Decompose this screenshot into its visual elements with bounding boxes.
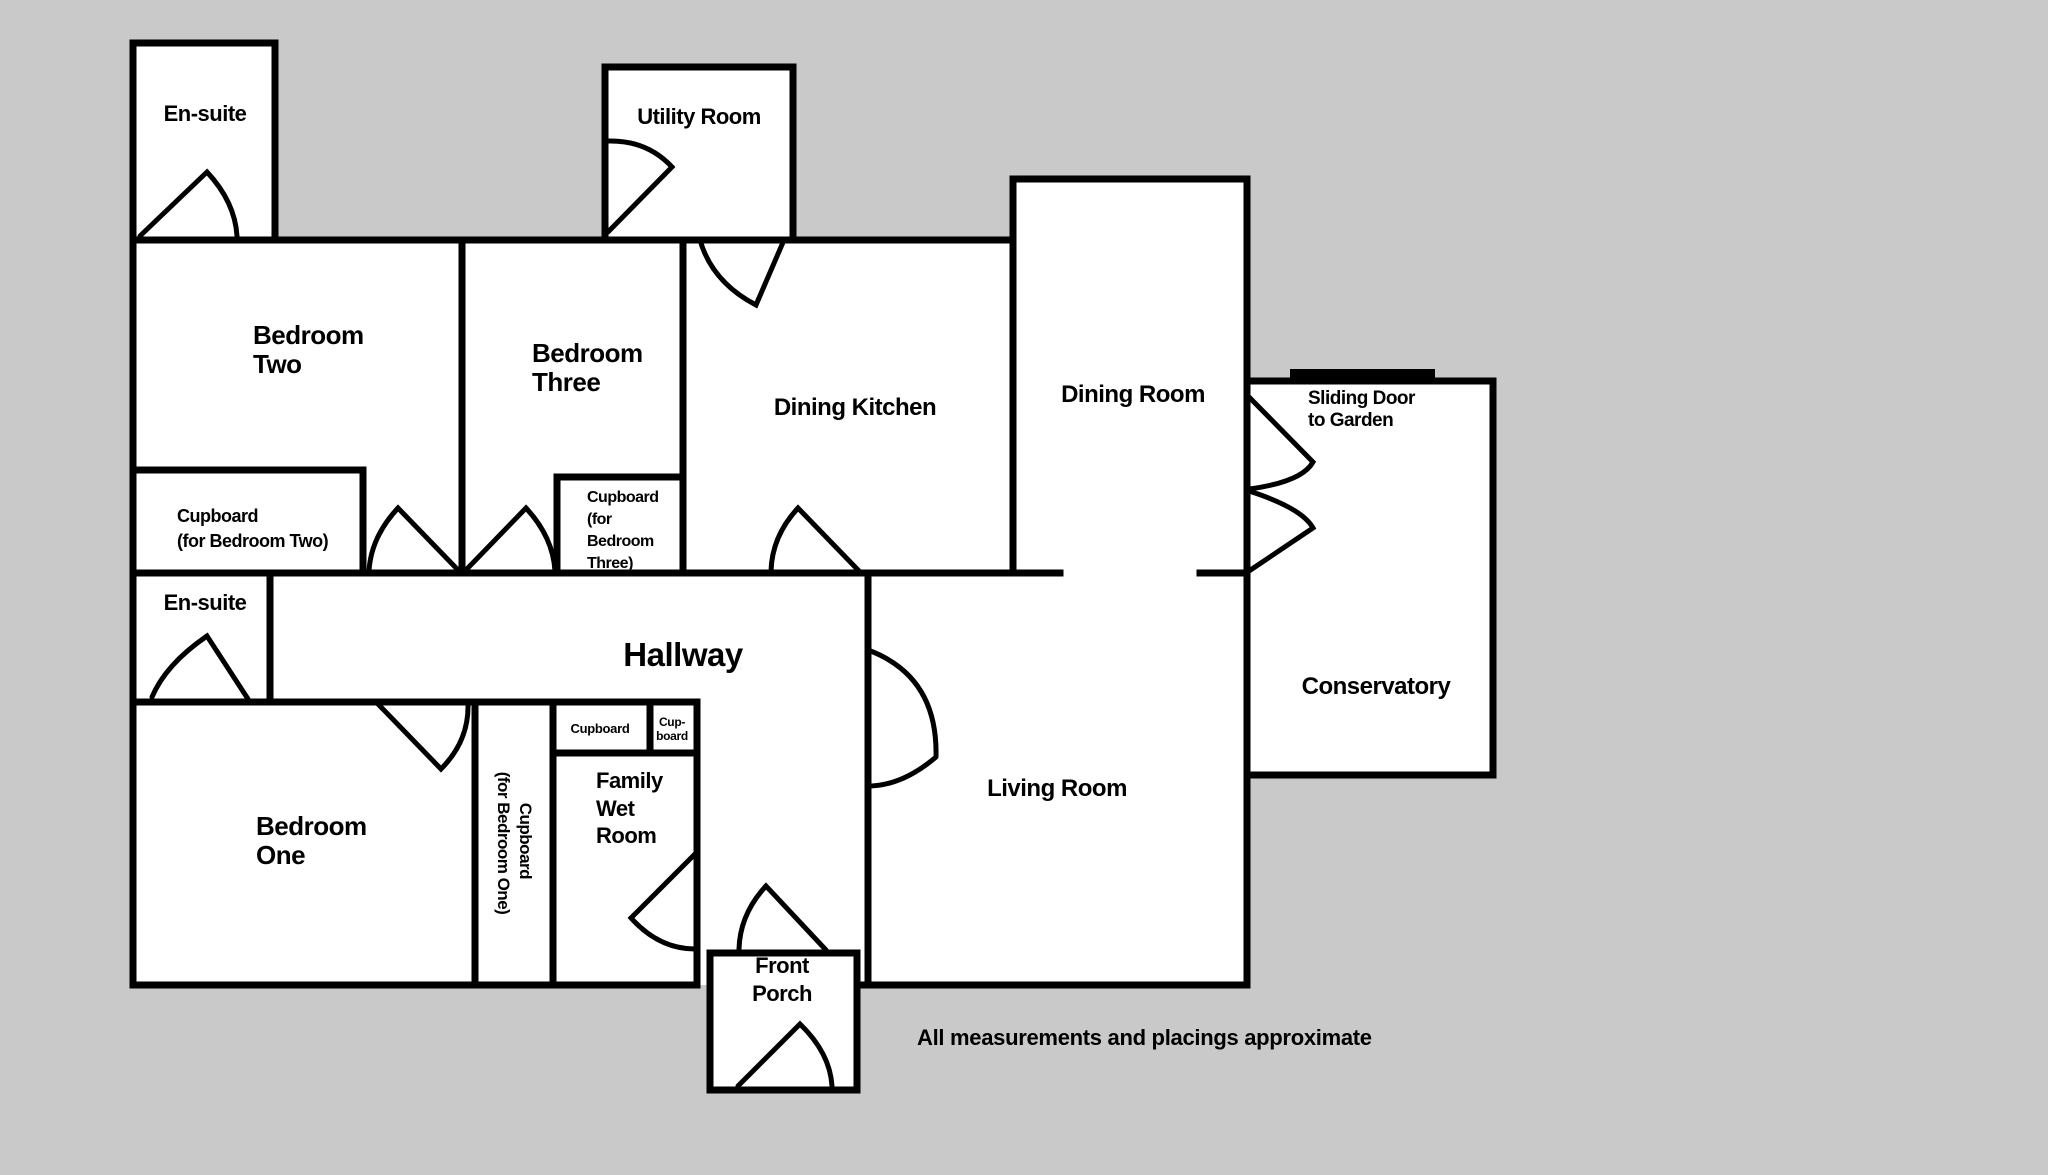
dining-room-label: Dining Room bbox=[1061, 381, 1205, 408]
ensuite-bottom-door-arc bbox=[149, 632, 251, 702]
dining-kitchen-hall-door-arc bbox=[768, 504, 862, 574]
cupboard-bedroom2-label-line2: (for Bedroom Two) bbox=[177, 531, 329, 551]
cupboard-bedroom1-label: Cupboard (for Bedroom One) bbox=[494, 772, 535, 915]
ensuite-top-label: En-suite bbox=[164, 101, 247, 126]
bedroom-three-label-line2: Three bbox=[532, 367, 600, 397]
cupboard-bedroom3-label-line4: Three) bbox=[587, 555, 633, 572]
floor-areas bbox=[133, 179, 1493, 985]
cupboard-bedroom2-box bbox=[129, 466, 367, 577]
dining-room-floor bbox=[1013, 179, 1247, 573]
front-porch-label-line2: Porch bbox=[752, 981, 812, 1006]
labels: En-suite Utility Room Bedroom Two Bedroo… bbox=[164, 101, 1452, 1050]
hall-cupboard-small-box bbox=[646, 698, 701, 757]
bedroom-one-label-line2: One bbox=[256, 840, 305, 870]
bedroom-one-label-line1: Bedroom bbox=[256, 811, 367, 841]
cupboard-bedroom1-box bbox=[471, 698, 557, 989]
front-porch-label-line1: Front bbox=[755, 953, 810, 978]
cupboard-bedroom3-box bbox=[553, 473, 687, 577]
bedroom-one-door-arc bbox=[375, 701, 471, 773]
utility-room-label: Utility Room bbox=[637, 104, 761, 129]
cupboard-bedroom3-label-line2: (for bbox=[587, 511, 612, 528]
conservatory-door-arc-upper bbox=[1246, 394, 1317, 492]
conservatory-floor bbox=[1247, 381, 1493, 775]
living-room-label: Living Room bbox=[987, 775, 1127, 802]
measurements-note: All measurements and placings approximat… bbox=[917, 1025, 1372, 1050]
ensuite-top-room bbox=[129, 39, 279, 244]
cupboard-boxes bbox=[129, 466, 701, 989]
family-wet-room-label-line2: Wet bbox=[596, 796, 636, 821]
hallway-label: Hallway bbox=[623, 636, 744, 673]
door-swings bbox=[137, 138, 1317, 1089]
bedroom-two-label-line2: Two bbox=[253, 349, 302, 379]
sliding-door-label-line1: Sliding Door bbox=[1308, 388, 1416, 409]
front-door-arc bbox=[736, 882, 829, 953]
conservatory-door-arc-lower bbox=[1246, 488, 1317, 574]
hall-cupboard-small-label-line2: board bbox=[656, 729, 688, 743]
bedroom-two-door-arc bbox=[366, 504, 462, 574]
bedroom-three-label-line1: Bedroom bbox=[532, 338, 643, 368]
hall-cupboard-small-label-line1: Cup- bbox=[659, 715, 685, 729]
dining-kitchen-top-door-arc bbox=[697, 237, 787, 309]
front-porch-room bbox=[706, 949, 861, 1094]
cupboard-bedroom1-label-line1: Cupboard bbox=[516, 803, 535, 879]
utility-room bbox=[601, 63, 797, 244]
cupboard-bedroom3-label-line1: Cupboard bbox=[587, 489, 659, 506]
cupboard-bedroom1-label-line2: (for Bedroom One) bbox=[494, 772, 513, 915]
conservatory-label: Conservatory bbox=[1302, 673, 1452, 700]
bedroom-two-label-line1: Bedroom bbox=[253, 320, 364, 350]
family-wet-room-label-line1: Family bbox=[596, 768, 664, 793]
dining-kitchen-label: Dining Kitchen bbox=[774, 394, 936, 421]
family-wet-room-label-line3: Room bbox=[596, 823, 656, 848]
bedroom-three-door-arc bbox=[462, 504, 558, 574]
wet-room-door-arc bbox=[627, 850, 699, 952]
cupboard-bedroom2-label-line1: Cupboard bbox=[177, 506, 258, 526]
sliding-door-label-line2: to Garden bbox=[1308, 410, 1393, 431]
ensuite-bottom-label: En-suite bbox=[164, 590, 247, 615]
utility-room-door-arc bbox=[605, 138, 676, 235]
lower-band-floor bbox=[133, 573, 1247, 985]
hall-cupboard-large-label: Cupboard bbox=[571, 721, 630, 736]
living-room-door-arc bbox=[865, 647, 939, 789]
cupboard-bedroom3-label-line3: Bedroom bbox=[587, 533, 654, 550]
ensuite-top-door-arc bbox=[137, 168, 240, 239]
porch-door-arc bbox=[735, 1020, 835, 1089]
